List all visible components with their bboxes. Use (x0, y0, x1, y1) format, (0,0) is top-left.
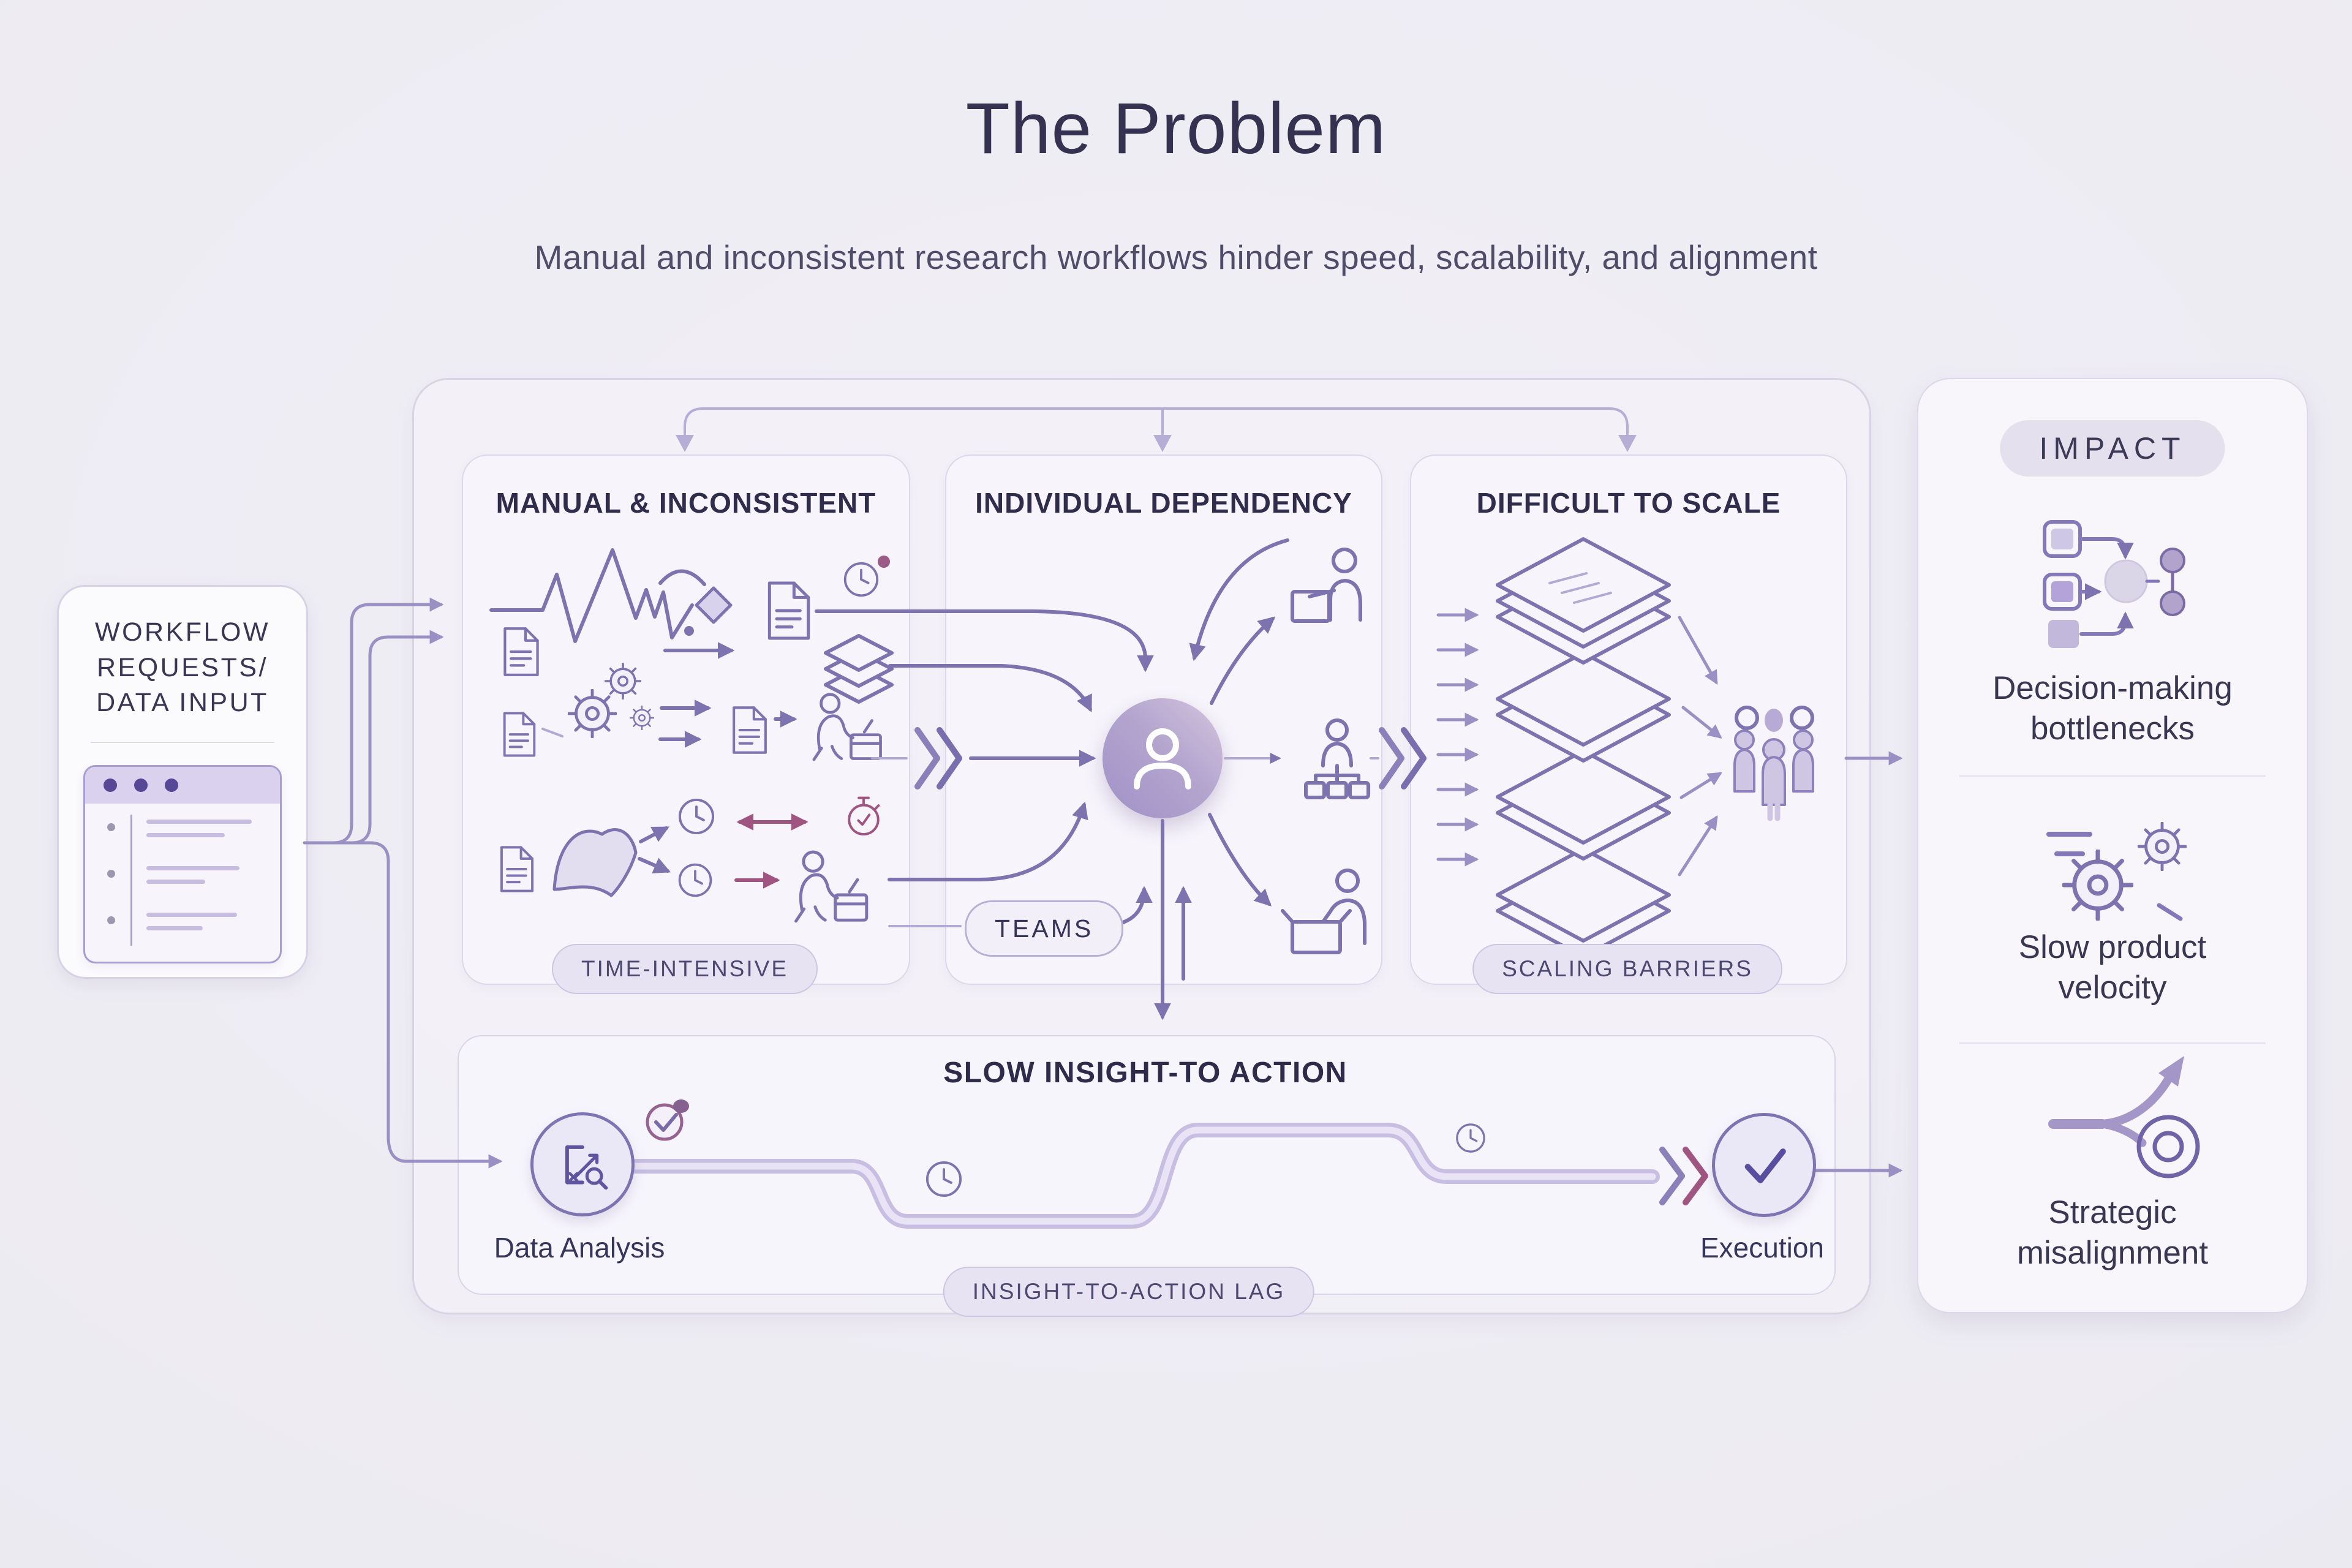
workflow-input-box: WORKFLOW REQUESTS/ DATA INPUT (57, 585, 308, 979)
window-dot-icon (104, 778, 117, 792)
list-bullet (107, 823, 115, 831)
impact-item-label: Strategic misalignment (2016, 1194, 2209, 1271)
person-icon (1134, 728, 1191, 790)
workflow-input-line: DATA INPUT (96, 688, 269, 718)
panel-title: INDIVIDUAL DEPENDENCY (975, 487, 1352, 519)
list-bullet (107, 916, 115, 924)
panel-manual-inconsistent: MANUAL & INCONSISTENT (462, 454, 910, 985)
badge-scaling-barriers: SCALING BARRIERS (1472, 944, 1782, 994)
page-subtitle: Manual and inconsistent research workflo… (534, 238, 1818, 276)
text-line (146, 819, 252, 824)
badge-time-intensive: TIME-INTENSIVE (551, 944, 818, 994)
text-line (146, 925, 203, 930)
impact-title-badge: IMPACT (2000, 420, 2225, 477)
panel-title: DIFFICULT TO SCALE (1476, 487, 1781, 519)
badge-insight-to-action-lag: INSIGHT-TO-ACTION LAG (943, 1267, 1315, 1317)
workflow-input-label: WORKFLOW REQUESTS/ DATA INPUT (59, 615, 306, 721)
impact-sidebar: IMPACT Decision-making bottlenecks Slow … (1917, 378, 2308, 1313)
workflow-input-line: REQUESTS/ (97, 652, 268, 682)
flow-title: SLOW INSIGHT-TO ACTION (943, 1057, 1348, 1089)
central-person-icon (1102, 698, 1223, 818)
window-dot-icon (165, 778, 178, 792)
badge-teams: TEAMS (965, 900, 1124, 957)
list-divider (130, 814, 132, 946)
workflow-input-line: WORKFLOW (95, 617, 270, 647)
page-title: The Problem (965, 88, 1387, 169)
execution-node (1712, 1113, 1816, 1217)
panel-title: MANUAL & INCONSISTENT (496, 487, 876, 519)
window-titlebar (85, 766, 280, 804)
execution-label: Execution (1700, 1232, 1825, 1264)
data-analysis-label: Data Analysis (494, 1232, 665, 1264)
window-dot-icon (134, 778, 148, 792)
text-line (146, 912, 237, 917)
text-line (146, 879, 205, 884)
list-bullet (107, 869, 115, 878)
divider (1959, 1042, 2266, 1044)
divider (1959, 775, 2266, 777)
text-line (146, 865, 239, 870)
divider (91, 741, 274, 743)
browser-window-icon (83, 764, 282, 963)
analysis-chart-icon (565, 1145, 608, 1190)
impact-item-label: Slow product velocity (2018, 929, 2207, 1006)
data-analysis-node (530, 1112, 635, 1216)
text-line (146, 832, 225, 837)
panel-difficult-to-scale: DIFFICULT TO SCALE (1410, 454, 1847, 985)
check-icon (1744, 1148, 1786, 1183)
impact-item-label: Decision-making bottlenecks (1992, 670, 2233, 747)
